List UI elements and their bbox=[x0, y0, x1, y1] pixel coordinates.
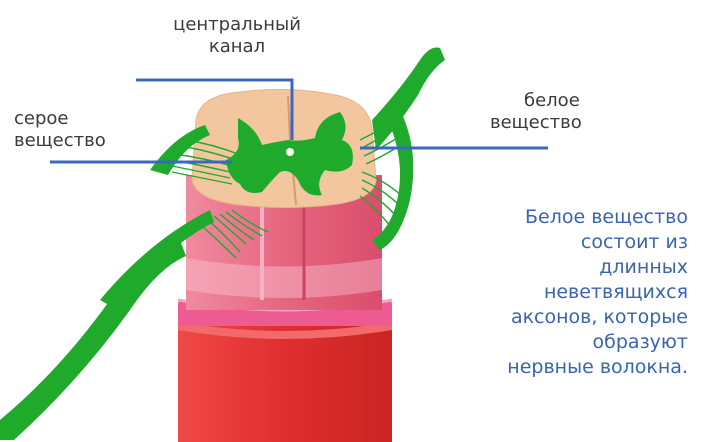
note-line: неветвящихся bbox=[543, 281, 688, 303]
note-line: аксонов, которые bbox=[510, 306, 688, 328]
pointer-central-canal bbox=[136, 78, 294, 140]
white-matter-label-line1: белое bbox=[524, 90, 580, 111]
note-line: состоит из bbox=[580, 231, 688, 253]
note-line: длинных bbox=[599, 256, 688, 278]
central-canal-label: центральный канал bbox=[162, 14, 312, 58]
gray-matter-label-line2: вещество bbox=[14, 130, 106, 151]
white-matter-note: Белое вещество состоит из длинных неветв… bbox=[428, 205, 688, 380]
pointer-lines bbox=[50, 78, 548, 164]
white-matter-label-line2: вещество bbox=[490, 112, 582, 133]
note-line: Белое вещество bbox=[524, 206, 688, 228]
gray-matter-butterfly bbox=[226, 112, 353, 196]
white-matter-label: белое вещество bbox=[490, 90, 582, 134]
nerve-roots bbox=[0, 47, 445, 440]
note-line: образуют bbox=[592, 331, 688, 353]
central-canal-dot bbox=[286, 148, 294, 156]
outer-membrane-layer bbox=[177, 298, 393, 442]
note-line: нервные волокна. bbox=[507, 356, 688, 378]
central-canal-label-line2: канал bbox=[208, 36, 266, 57]
gray-matter-label: серое вещество bbox=[14, 108, 106, 152]
gray-matter-label-line1: серое bbox=[14, 108, 69, 129]
central-canal-label-line1: центральный bbox=[173, 14, 301, 35]
